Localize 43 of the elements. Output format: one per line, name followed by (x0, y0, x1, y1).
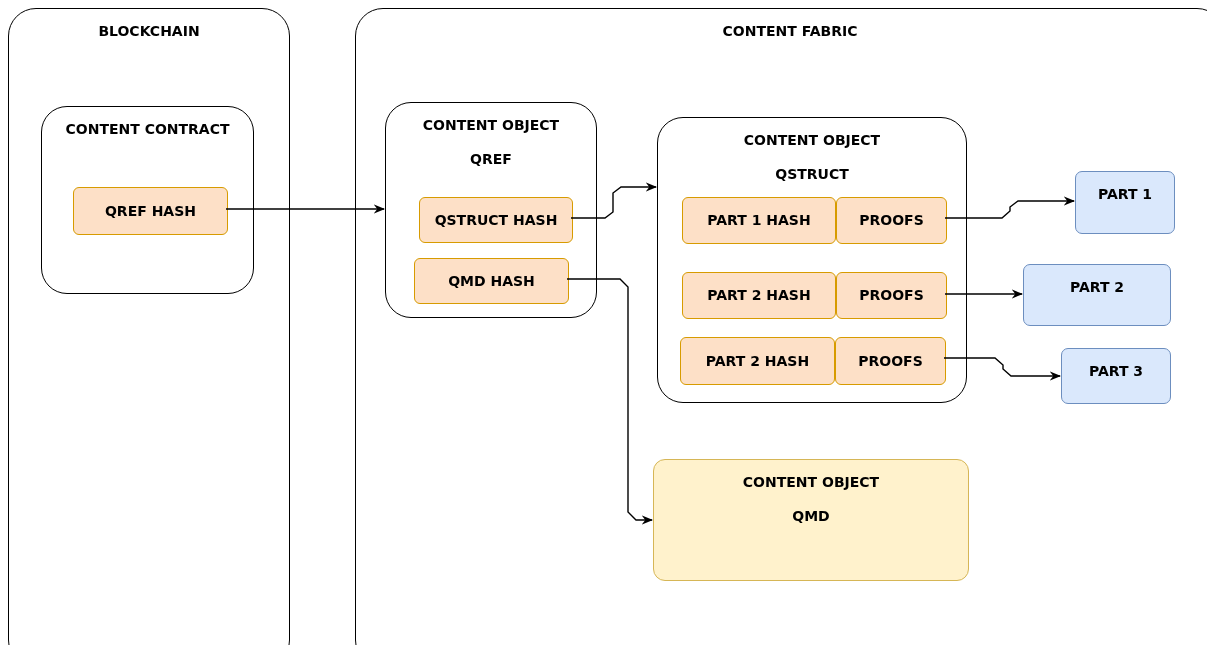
box-label: QSTRUCT (775, 166, 849, 183)
box-label: PART 2 HASH (707, 287, 811, 304)
object-box (653, 459, 969, 581)
box-heading: CONTENT OBJECT (742, 474, 880, 491)
hash-box (682, 197, 836, 244)
box-label: PART 1 (1097, 186, 1153, 203)
box-label: QMD HASH (448, 272, 535, 290)
arrow (570, 182, 658, 219)
box-heading: CONTENT OBJECT (743, 132, 881, 149)
hash-box (835, 337, 946, 385)
box-label: PART 1 HASH (707, 212, 811, 229)
box-heading: BLOCKCHAIN (98, 23, 200, 40)
object-box (657, 117, 967, 403)
part-box (1075, 171, 1175, 234)
arrow (944, 289, 1024, 299)
box-label: PART 3 (1088, 363, 1144, 380)
box-heading: CONTENT FABRIC (722, 23, 858, 40)
box-heading: CONTENT OBJECT (422, 117, 560, 134)
part-box (1023, 264, 1171, 326)
hash-box (682, 272, 836, 319)
box-label: QMD (792, 508, 830, 525)
object-box (41, 106, 254, 294)
arrow (943, 357, 1062, 381)
box-label: PART 2 HASH (705, 352, 810, 370)
box-label: PROOFS (859, 212, 924, 229)
object-box (385, 102, 597, 318)
box-label: PART 2 (1069, 279, 1125, 296)
box-heading: CONTENT CONTRACT (65, 121, 230, 138)
arrow (225, 204, 386, 214)
hash-box (836, 197, 947, 244)
hash-box (414, 258, 569, 304)
hash-box (73, 187, 228, 235)
box-label: PROOFS (858, 352, 923, 370)
arrow (944, 196, 1076, 219)
box-label: QREF (470, 151, 512, 168)
hash-box (680, 337, 835, 385)
box-label: PROOFS (859, 287, 924, 304)
box-label: QREF HASH (104, 202, 196, 220)
box-label: QSTRUCT HASH (434, 211, 558, 229)
arrow (566, 278, 654, 525)
part-box (1061, 348, 1171, 404)
hash-box (836, 272, 947, 319)
hash-box (419, 197, 573, 243)
